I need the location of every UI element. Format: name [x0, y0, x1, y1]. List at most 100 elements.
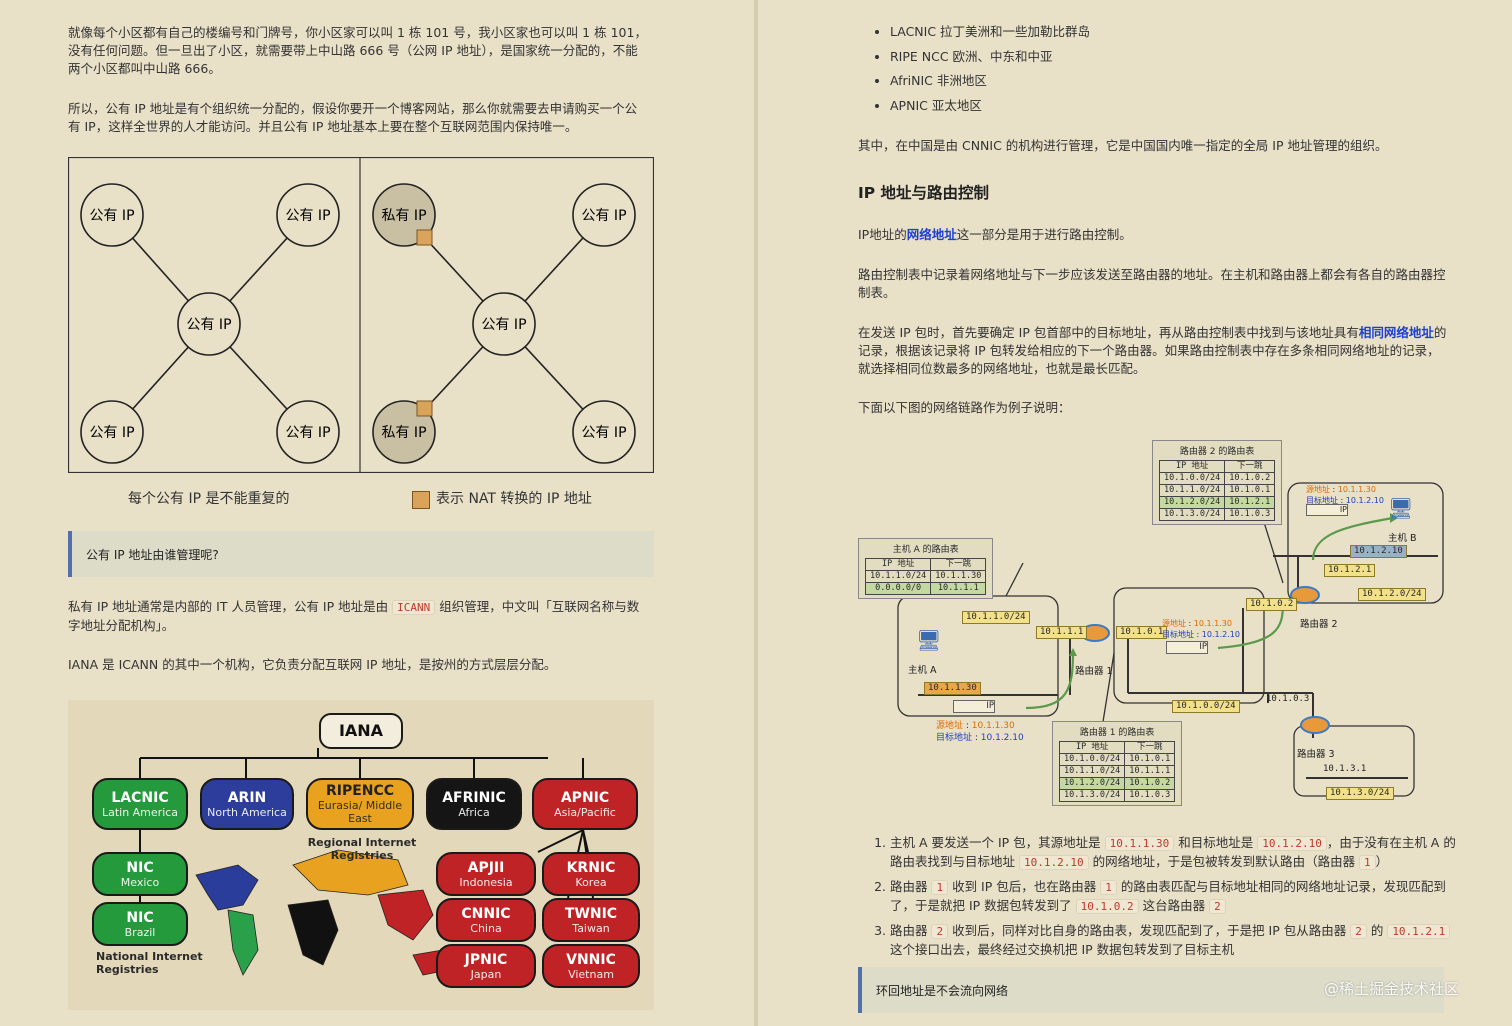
packet-header-1: 源地址 : 10.1.1.30 目标地址 : 10.1.2.10 [936, 720, 1024, 744]
text: 路由器 [890, 879, 932, 894]
node-label: 公有 IP [581, 425, 626, 441]
router-icon [1300, 716, 1330, 734]
table-cell: 10.1.0.3 [1224, 508, 1276, 521]
node-label: 私有 IP [381, 425, 426, 441]
nat-marker-icon [416, 400, 433, 417]
right-node-private-top: 私有 IP [372, 183, 436, 247]
text: 的网络地址，于是包被转发到默认路由（路由器 [1088, 854, 1360, 869]
nat-caption-right: 表示 NAT 转换的 IP 地址 [436, 491, 592, 507]
code-value: 2 [1209, 899, 1226, 914]
dst-label: 目标地址 [1162, 630, 1194, 639]
nir-name: TWNIC [564, 905, 618, 922]
left-node-bottom-left: 公有 IP [80, 400, 144, 464]
text: 这一部分是用于进行路由控制。 [956, 227, 1132, 242]
table-caption: 路由器 2 的路由表 [1179, 447, 1255, 457]
code-value: 1 [1359, 855, 1376, 870]
nir-country: Vietnam [568, 967, 614, 981]
page-gutter [754, 0, 758, 1026]
code-icann: ICANN [392, 600, 436, 615]
rir-region: Latin America [101, 805, 179, 819]
packet-ip-label: IP [986, 701, 994, 711]
tag-host-a-ip: 10.1.1.30 [924, 682, 981, 695]
text: 路由器 [890, 923, 932, 938]
tag-net-3: 10.1.3.0/24 [1326, 787, 1394, 800]
nat-marker-icon [416, 229, 433, 246]
text: 的 [1366, 923, 1388, 938]
packet-src-row: 源地址 : 10.1.1.30 [1306, 485, 1376, 494]
packet-header-3: 源地址 : 10.1.1.30 目标地址 : 10.1.2.10 [1306, 484, 1384, 506]
rir-region: Eurasia/ Middle East [317, 799, 403, 825]
nir-name: JPNIC [464, 951, 508, 968]
node-label: 公有 IP [89, 425, 134, 441]
table-cell: 10.1.0.2 [1224, 472, 1276, 485]
left-node-bottom-right: 公有 IP [276, 400, 340, 464]
table-cell: 10.1.0.1 [1224, 484, 1276, 497]
nir-country: Brazil [124, 925, 156, 939]
packet-header-2: 源地址 : 10.1.1.30 目标地址 : 10.1.2.10 [1162, 618, 1240, 640]
router-icon [1290, 586, 1320, 604]
router2-label: 路由器 2 [1300, 619, 1338, 630]
right-node-top-right: 公有 IP [572, 183, 636, 247]
nir-name: APJII [467, 859, 505, 876]
paragraph-forwarding: 在发送 IP 包时，首先要确定 IP 包首部中的目标地址，再从路由控制表中找到与… [858, 324, 1448, 378]
table-cell: 10.1.1.1 [1124, 765, 1176, 778]
nir-name: NIC [126, 859, 154, 876]
packet-dst-row: 目标地址 : 10.1.2.10 [1306, 496, 1384, 505]
node-label: 公有 IP [186, 317, 231, 333]
text: IP地址的 [858, 227, 907, 242]
iana-node: IANA [319, 713, 403, 749]
table-cell: 10.1.2.0/24 [1158, 496, 1226, 509]
dst-label: 目标地址 [936, 733, 973, 743]
callout-who-manages: 公有 IP 地址由谁管理呢? [68, 531, 654, 577]
tag-net-b: 10.1.2.0/24 [1358, 588, 1426, 601]
table-cell: 10.1.0.1 [1124, 753, 1176, 766]
right-node-private-bottom: 私有 IP [372, 400, 436, 464]
paragraph-cnnic: 其中，在中国是由 CNNIC 的机构进行管理，它是中国国内唯一指定的全局 IP … [858, 138, 1388, 153]
tag-host-b-ip: 10.1.2.10 [1350, 545, 1407, 558]
link-same-network: 相同网络地址 [1358, 325, 1434, 340]
rir-name: APNIC [560, 789, 610, 806]
code-value: 1 [1100, 880, 1117, 895]
packet-src-row: 源地址 : 10.1.1.30 [1162, 619, 1232, 628]
callout-loopback: 环回地址是不会流向网络 [858, 967, 1444, 1013]
computer-icon: 🖥 [916, 628, 942, 652]
text: 收到后，同样对比自身的路由表，发现匹配到了，于是把 IP 包从路由器 [948, 923, 1351, 938]
left-page: 就像每个小区都有自己的楼编号和门牌号，你小区家可以叫 1 栋 101 号，我小区… [0, 0, 754, 1026]
node-label: 私有 IP [381, 208, 426, 224]
text: 收到 IP 包后，也在路由器 [948, 879, 1101, 894]
code-value: 1 [931, 880, 949, 895]
tag-net-a: 10.1.1.0/24 [962, 611, 1030, 624]
text: 和目标地址是 [1174, 835, 1258, 850]
nir-name: KRNIC [566, 859, 616, 876]
packet-dst-row: 目标地址 : 10.1.2.10 [1162, 630, 1240, 639]
nir-country: Mexico [120, 875, 160, 889]
node-label: 公有 IP [285, 425, 330, 441]
text: 的记录，根据该记录将 IP 包转发给相应的下一个路由器。如果路由控制表中存在多条… [858, 325, 1447, 376]
national-registries-label: National Internet Registries [96, 950, 203, 976]
tag-r2-b: 10.1.2.1 [1324, 564, 1376, 577]
packet-ip-label: IP [1199, 642, 1207, 652]
tag-r2-a: 10.1.0.2 [1246, 598, 1298, 611]
dst-value: 10.1.2.10 [980, 733, 1024, 743]
right-node-bottom-right: 公有 IP [572, 400, 636, 464]
src-value: 10.1.1.30 [1337, 485, 1376, 494]
table-cell: 10.1.0.0/24 [1158, 472, 1226, 485]
nir-country: Japan [470, 967, 502, 981]
column-header: 下一跳 [1124, 741, 1176, 754]
tag-r3-a: 10.1.0.3 [1266, 694, 1310, 704]
table-cell: 10.1.2.1 [1224, 496, 1276, 509]
text: 主机 A 要发送一个 IP 包，其源地址是 [890, 835, 1105, 850]
text: ） [1375, 854, 1389, 869]
packet-src-row: 源地址 : 10.1.1.30 [936, 721, 1015, 731]
registry-connectors [139, 748, 594, 976]
column-header: 下一跳 [1224, 460, 1276, 473]
